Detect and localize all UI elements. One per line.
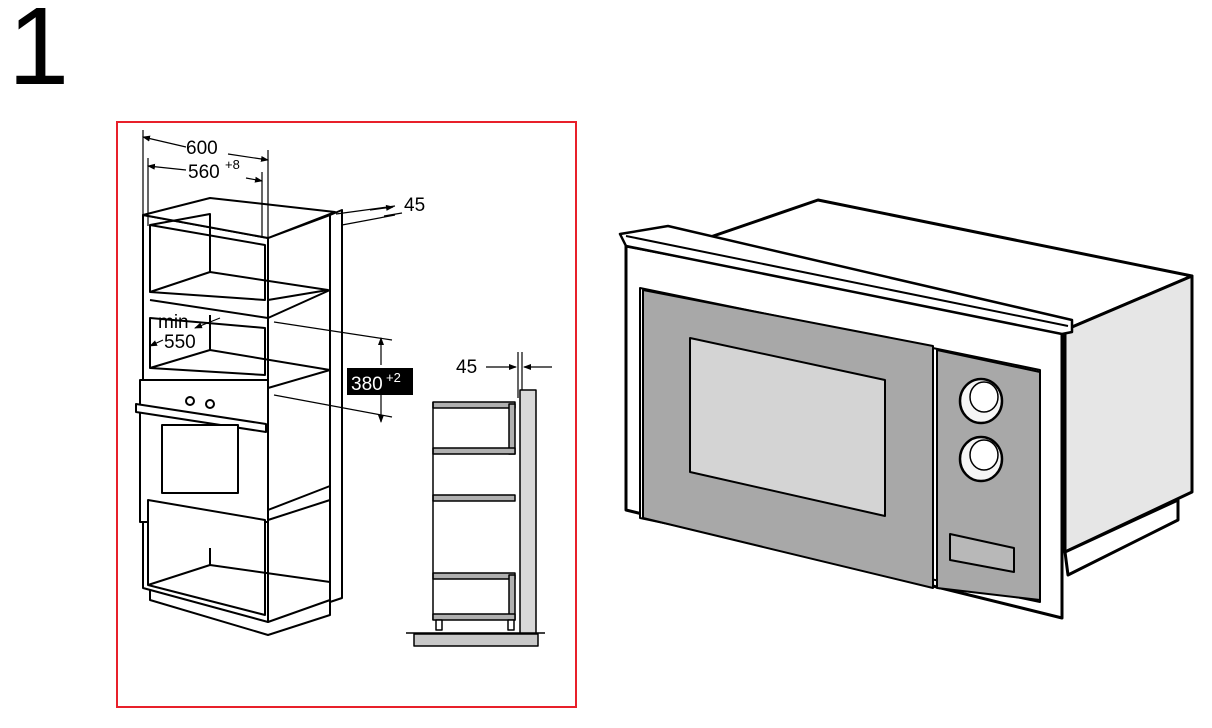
dim-45-side-label: 45 [456, 357, 477, 378]
dim-560-tolerance: +8 [225, 157, 240, 172]
cabinet-dimension-lines [142, 130, 403, 423]
timer-knob-cap-icon [969, 439, 999, 471]
power-knob-cap-icon [969, 381, 999, 413]
dimension-labels: 600 560 +8 45 min 550 380 +2 45 [158, 138, 477, 395]
dim-380-label: 380 [351, 374, 383, 395]
step-number: 1 [8, 0, 70, 108]
dim-45-top-label: 45 [404, 195, 425, 216]
tall-cabinet-drawing [135, 197, 343, 636]
installation-diagram-frame [116, 121, 577, 708]
dim-550-label: 550 [164, 332, 196, 353]
microwave-knobs [958, 377, 1004, 483]
dim-560-label: 560 [188, 162, 220, 183]
dim-380-tolerance: +2 [386, 370, 401, 385]
side-section-drawing [406, 389, 545, 647]
dim-380-badge [347, 368, 413, 395]
side-section-dimension-lines [486, 352, 552, 398]
dim-min-label: min [158, 312, 189, 333]
dim-600-label: 600 [186, 138, 218, 159]
built-in-microwave-drawing [618, 198, 1194, 620]
